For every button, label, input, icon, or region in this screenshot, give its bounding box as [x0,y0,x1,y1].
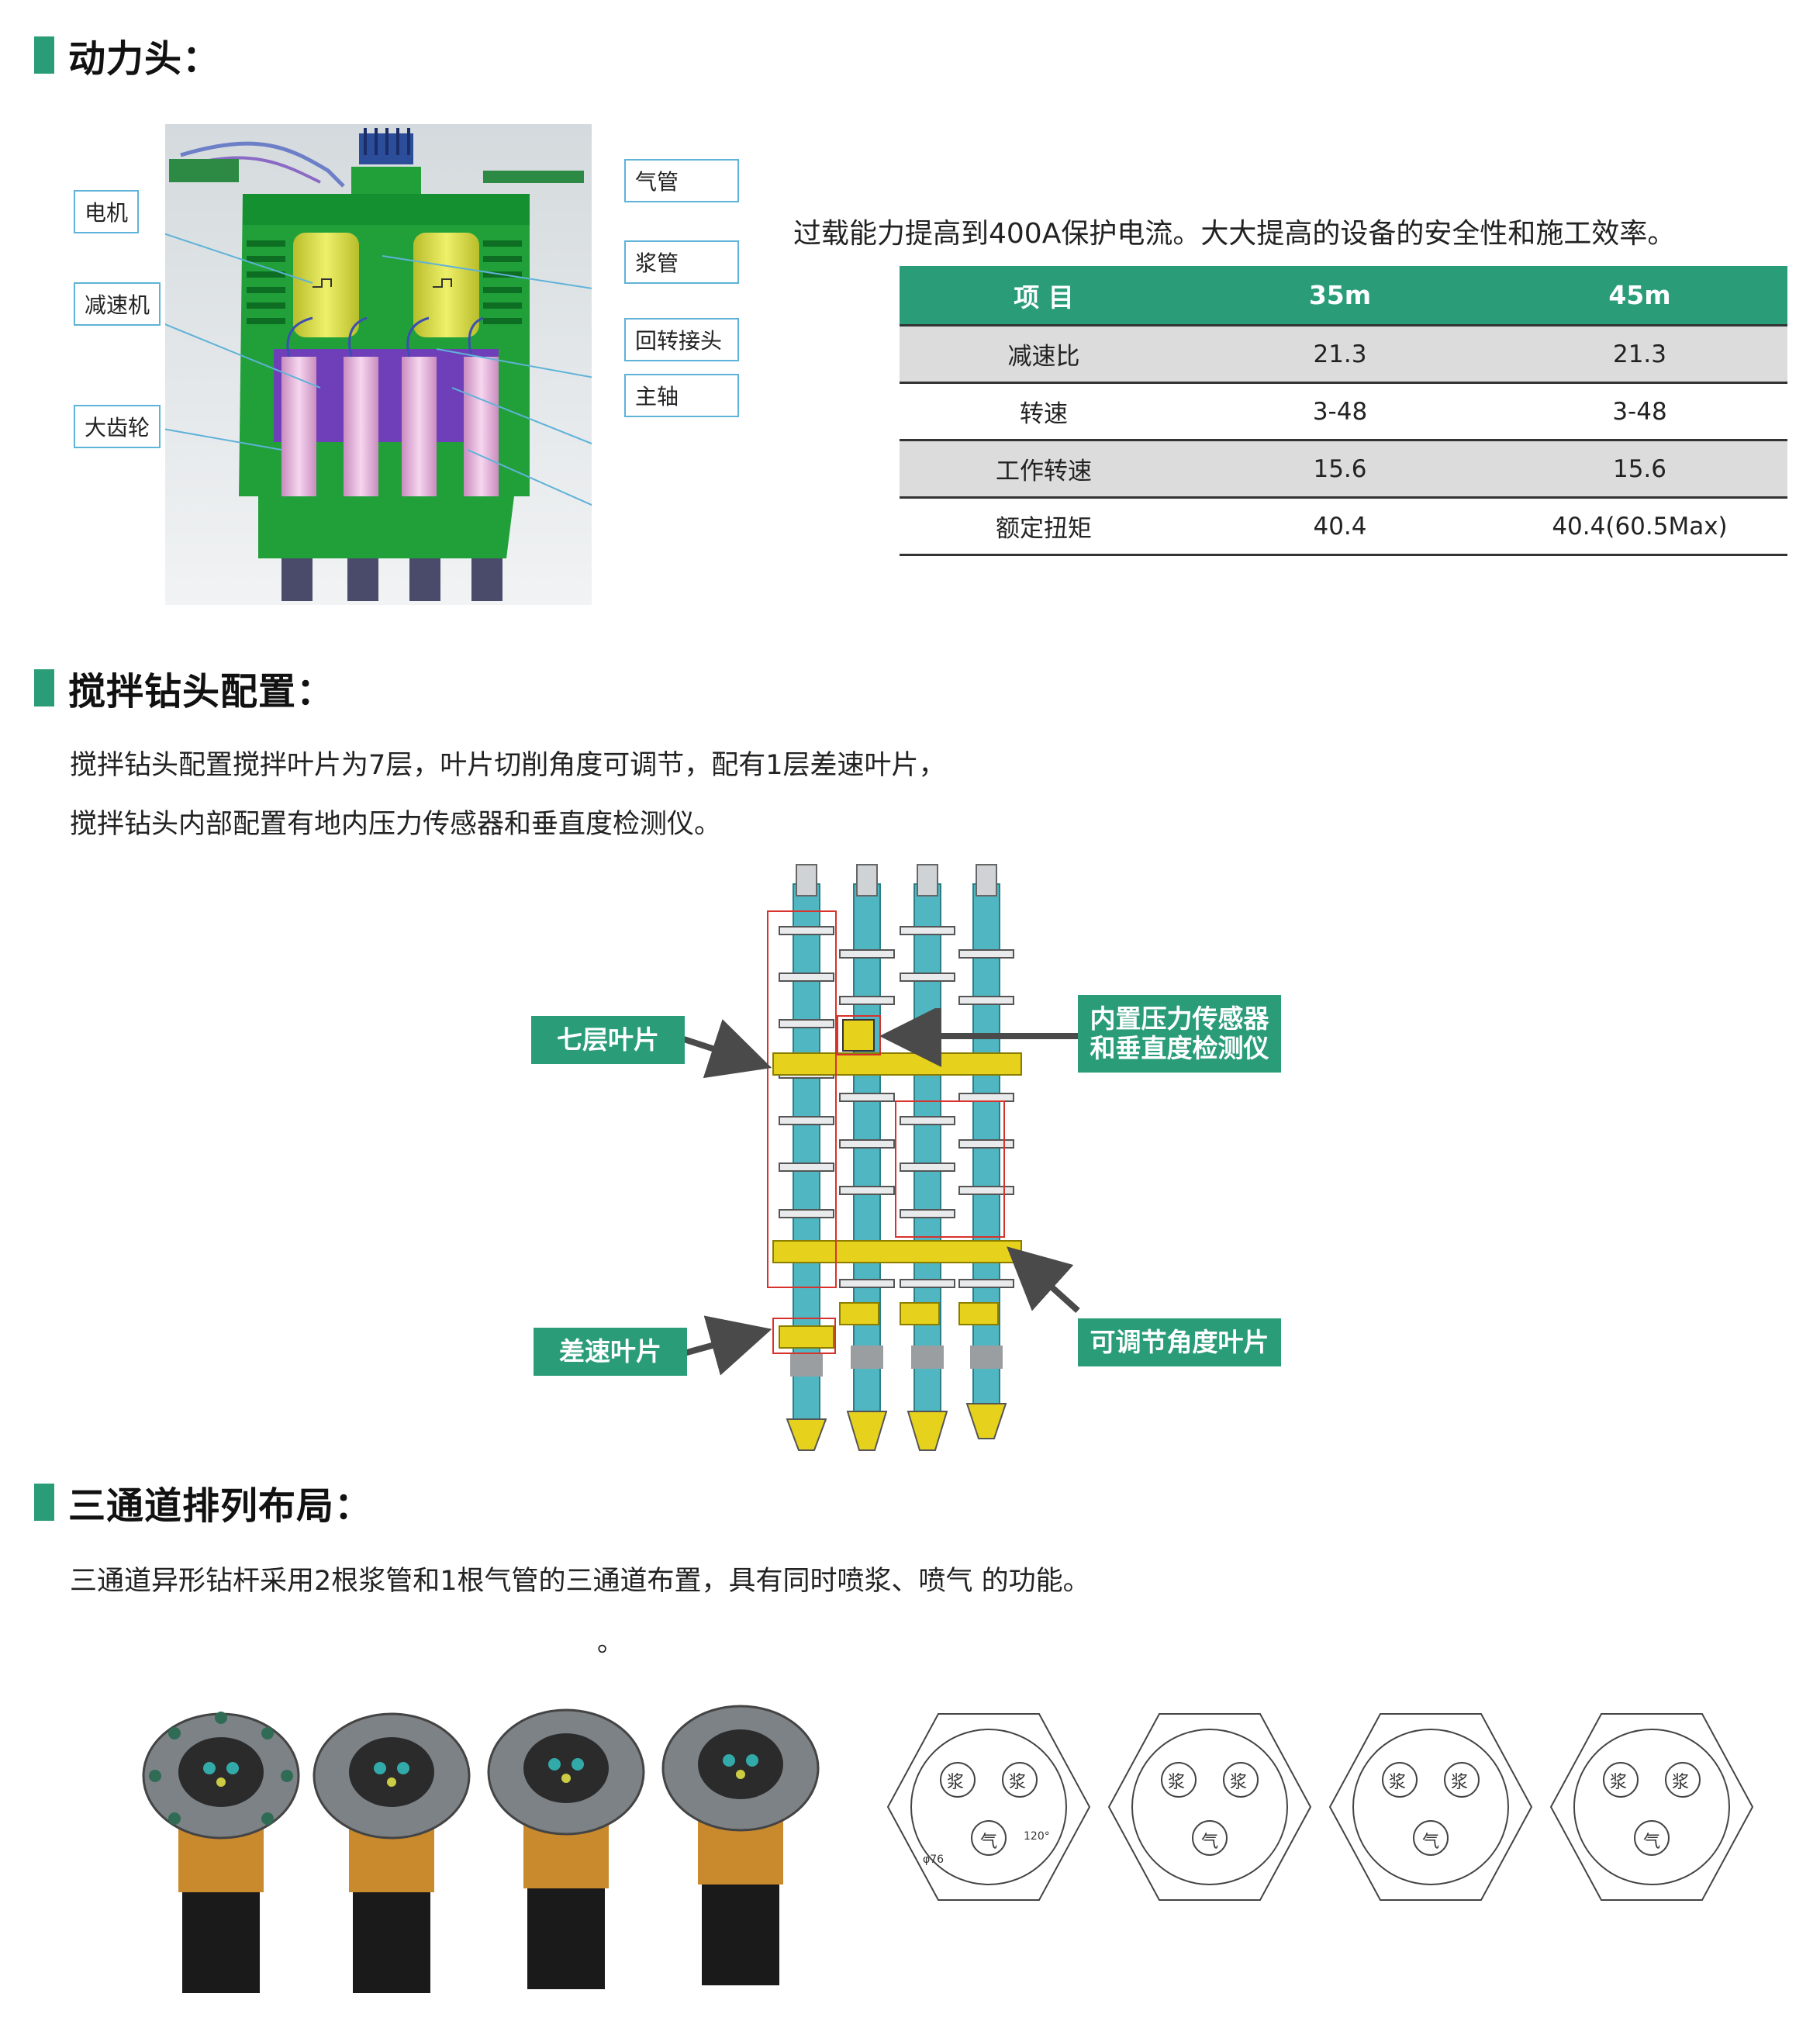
label-seven-layer-blades: 七层叶片 [531,1016,685,1064]
table-cell: 额定扭矩 [900,497,1188,556]
stray-mark: 。 [597,1627,623,1658]
schematic-label-slurry: 浆 [1451,1773,1469,1792]
label-adjustable-blade: 可调节角度叶片 [1078,1318,1281,1366]
callout-slurry-pipe: 浆管 [624,240,739,284]
callout-air-pipe: 气管 [624,159,739,202]
label-sensor-line1: 内置压力传感器 [1090,1004,1269,1035]
section-title: 三通道排列布局： [68,1484,373,1528]
section-header-channel-layout: 三通道排列布局： [34,1475,372,1529]
label-sensor-line2: 和垂直度检测仪 [1090,1033,1269,1063]
schematic-label-slurry: 浆 [1672,1773,1690,1792]
callout-big-gear: 大齿轮 [74,405,161,448]
mixing-head-text-line1: 搅拌钻头配置搅拌叶片为7层，叶片切削角度可调节，配有1层差速叶片， [70,750,946,781]
schematic-label-slurry: 浆 [1168,1773,1186,1792]
table-cell: 工作转速 [900,440,1188,499]
callout-swivel-joint: 回转接头 [624,318,739,361]
table-cell: 40.4 [1188,497,1492,556]
schematic-label-air: 气 [1201,1833,1219,1852]
schematic-label-slurry: 浆 [1009,1773,1027,1792]
section-header-power-head: 动力头： [34,28,220,82]
channel-schematics: 浆 浆 气 φ76 120° 浆 浆 气 浆 浆 气 浆 浆 气 [884,1706,1760,1939]
label-differential-blade: 差速叶片 [534,1328,687,1376]
power-head-summary: 过载能力提高到400A保护电流。大大提高的设备的安全性和施工效率。 [793,218,1676,250]
table-cell: 21.3 [1492,325,1787,384]
table-cell: 15.6 [1492,440,1787,499]
schematic-label-air: 气 [1422,1833,1440,1852]
table-header-row: 项 目 35m 45m [900,266,1787,326]
channel-layout-text: 三通道异形钻杆采用2根浆管和1根气管的三通道布置，具有同时喷浆、喷气 的功能。 [70,1566,1090,1597]
callout-reducer: 减速机 [74,282,161,326]
power-head-diagram [149,124,608,605]
schematic-dimension: φ76 [923,1853,945,1866]
table-row: 额定扭矩 40.4 40.4(60.5Max) [900,497,1787,556]
schematic-angle: 120° [1024,1830,1050,1843]
section-header-mixing-head: 搅拌钻头配置： [34,661,334,715]
table-cell: 3-48 [1188,382,1492,441]
table-row: 减速比 21.3 21.3 [900,325,1787,384]
table-header-item: 项 目 [900,266,1188,326]
table-header-45m: 45m [1492,266,1787,326]
table-cell: 40.4(60.5Max) [1492,497,1787,556]
table-cell: 3-48 [1492,382,1787,441]
schematic-label-air: 气 [980,1833,998,1852]
schematic-label-slurry: 浆 [1389,1773,1407,1792]
callout-main-shaft: 主轴 [624,374,739,417]
schematic-label-slurry: 浆 [947,1773,965,1792]
schematic-label-air: 气 [1643,1833,1661,1852]
callout-motor: 电机 [74,190,140,233]
mixing-head-text-line2: 搅拌钻头内部配置有地内压力传感器和垂直度检测仪。 [70,809,722,840]
table-header-35m: 35m [1188,266,1492,326]
mixing-head-diagram [756,861,1027,1489]
schematic-label-slurry: 浆 [1610,1773,1628,1792]
section-marker [34,36,54,74]
drill-rod-renders [132,1698,830,1993]
mixing-head-arrows [682,1008,1080,1376]
section-marker [34,669,54,706]
table-cell: 15.6 [1188,440,1492,499]
table-cell: 减速比 [900,325,1188,384]
table-cell: 21.3 [1188,325,1492,384]
label-sensor: 内置压力传感器 和垂直度检测仪 [1078,995,1281,1073]
schematic-label-slurry: 浆 [1230,1773,1248,1792]
power-head-spec-table: 项 目 35m 45m 减速比 21.3 21.3 转速 3-48 3-48 工… [900,266,1787,556]
section-marker [34,1484,54,1521]
section-title: 动力头： [68,37,221,81]
table-row: 转速 3-48 3-48 [900,382,1787,441]
table-cell: 转速 [900,382,1188,441]
table-row: 工作转速 15.6 15.6 [900,440,1787,499]
section-title: 搅拌钻头配置： [68,670,335,713]
